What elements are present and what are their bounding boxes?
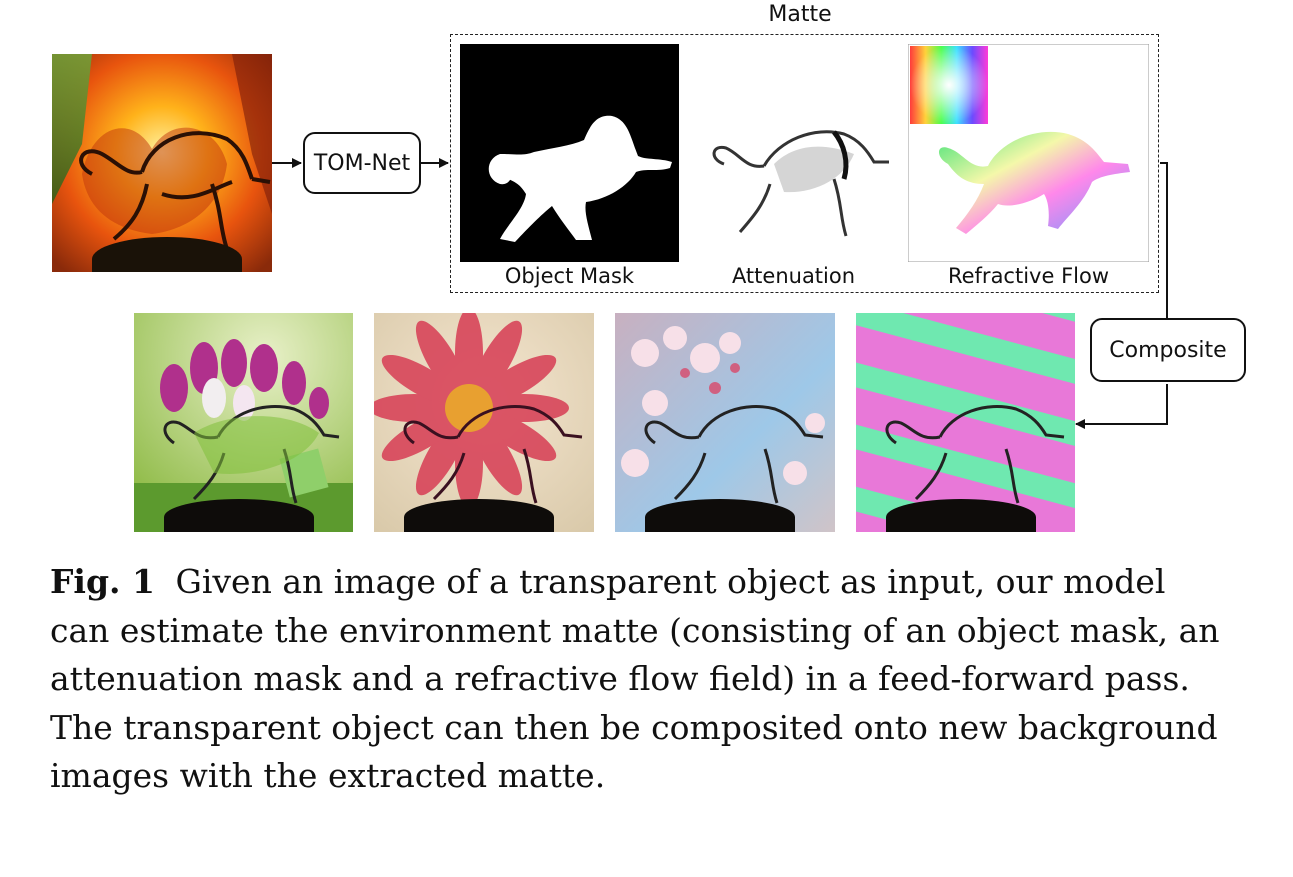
matte-title: Matte (768, 2, 832, 27)
composite-box: Composite (1090, 318, 1246, 382)
composite-blossoms (615, 313, 835, 532)
refractive-flow-panel (908, 44, 1149, 262)
object-mask-panel (460, 44, 679, 262)
composite-stripes (856, 313, 1075, 532)
composite-tulips (134, 313, 353, 532)
attenuation-panel (684, 44, 903, 262)
matte-group-frame (450, 34, 1159, 293)
attenuation-label: Attenuation (731, 264, 856, 288)
object-mask-label: Object Mask (504, 264, 635, 288)
tom-net-label: TOM-Net (313, 150, 411, 176)
refractive-flow-label: Refractive Flow (947, 264, 1110, 288)
figure-caption: Fig. 1 Given an image of a transparent o… (50, 558, 1220, 801)
figure-number: Fig. 1 (50, 562, 155, 601)
input-image (52, 54, 272, 272)
arrow-matte-to-composite (1160, 162, 1168, 318)
composite-flower (374, 313, 594, 532)
tom-net-box: TOM-Net (303, 132, 421, 194)
composite-label: Composite (1109, 337, 1227, 363)
arrow-composite-to-output (1075, 384, 1168, 429)
caption-text: Given an image of a transparent object a… (50, 562, 1220, 795)
